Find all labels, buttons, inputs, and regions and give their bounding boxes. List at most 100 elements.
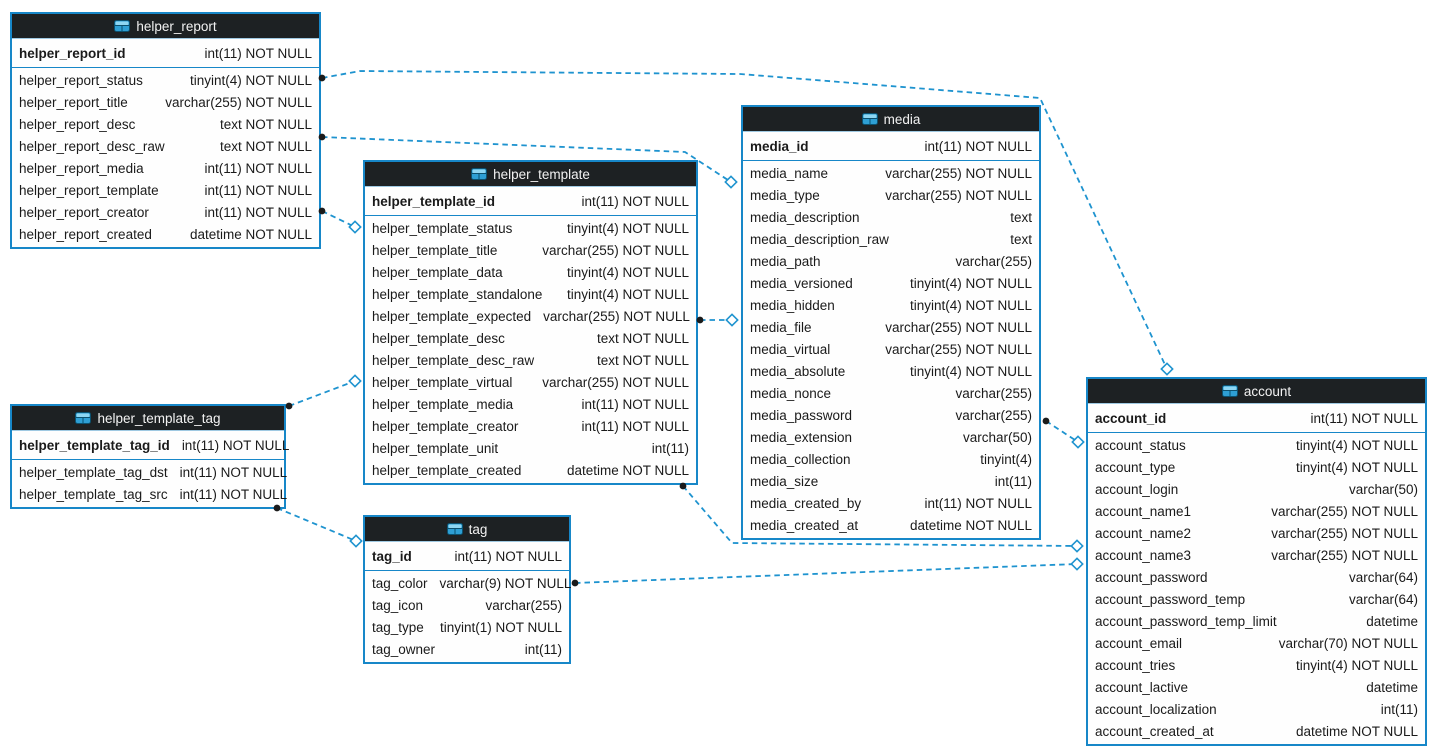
- column-name: tag_type: [372, 619, 424, 635]
- column-name: helper_template_status: [372, 220, 513, 236]
- relationship-tag-account[interactable]: [574, 563, 1078, 584]
- column-name: media_virtual: [750, 341, 831, 357]
- column-type: int(11) NOT NULL: [204, 182, 312, 198]
- column-name: media_file: [750, 319, 812, 335]
- table-header[interactable]: tag: [365, 517, 569, 542]
- column-name: media_id: [750, 138, 809, 154]
- column-type: int(11): [994, 473, 1032, 489]
- column-type: datetime: [1366, 679, 1418, 695]
- relationship-helper_template_tag-helper_template[interactable]: [288, 380, 356, 407]
- column-type: text: [1010, 231, 1032, 247]
- column-type: int(11) NOT NULL: [204, 45, 312, 61]
- table-helper_template_tag[interactable]: helper_template_tag helper_template_tag_i…: [10, 404, 289, 509]
- table-header[interactable]: helper_template: [365, 162, 696, 187]
- table-header[interactable]: account: [1088, 379, 1425, 404]
- table-header[interactable]: media: [743, 107, 1039, 132]
- relationship-endpoint-diamond: [349, 534, 363, 548]
- relationship-helper_report-helper_template[interactable]: [321, 210, 356, 228]
- column-name: account_name3: [1095, 547, 1192, 563]
- table-header[interactable]: helper_report: [12, 14, 319, 39]
- column-type: datetime NOT NULL: [909, 517, 1032, 533]
- relationship-media-account[interactable]: [1045, 420, 1079, 443]
- column-name: account_id: [1095, 410, 1167, 426]
- column-type: varchar(255) NOT NULL: [542, 374, 689, 390]
- relationship-helper_template_tag-tag[interactable]: [276, 507, 357, 542]
- table-header[interactable]: helper_template_tag: [12, 406, 284, 431]
- column-name: media_absolute: [750, 363, 846, 379]
- table-icon: [114, 20, 131, 32]
